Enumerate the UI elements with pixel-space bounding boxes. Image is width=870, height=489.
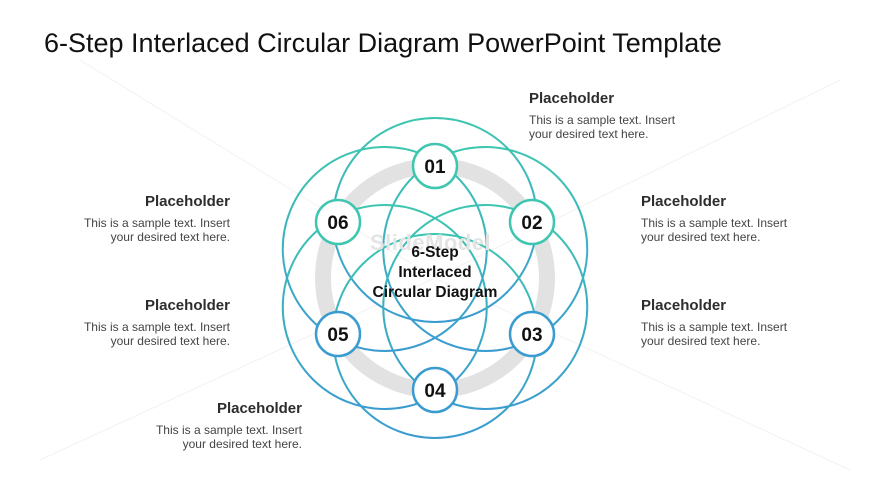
callout-text-line-1: This is a sample text. Insert — [641, 320, 788, 334]
center-line-1: 6-Step — [411, 244, 459, 261]
petal-circle — [281, 204, 488, 410]
center-label: 6-Step Interlaced Circular Diagram — [335, 243, 535, 303]
callout-text-line-1: This is a sample text. Insert — [83, 216, 230, 230]
step-node-number: 03 — [521, 325, 542, 346]
page-title: 6-Step Interlaced Circular Diagram Power… — [44, 28, 722, 58]
petal-circle — [382, 204, 589, 410]
step-node-04: 04 — [411, 366, 459, 414]
callout-step-01: Placeholder This is a sample text. Inser… — [529, 90, 759, 141]
callout-text-line-2: your desired text here. — [182, 437, 302, 451]
callout-text-line-1: This is a sample text. Insert — [641, 216, 788, 230]
callout-heading: Placeholder — [216, 400, 302, 417]
step-node-circle — [508, 310, 556, 358]
step-node-circle — [411, 142, 459, 190]
step-node-number: 02 — [521, 213, 542, 234]
callout-text-line-2: your desired text here. — [110, 334, 230, 348]
callout-heading: Placeholder — [641, 297, 727, 314]
step-node-group: 01 02 03 04 05 06 — [314, 142, 556, 414]
watermark: SlideModel — [370, 230, 492, 255]
callout-step-06: Placeholder This is a sample text. Inser… — [0, 193, 230, 244]
callout-text-line-1: This is a sample text. Insert — [529, 113, 676, 127]
callout-text-line-2: your desired text here. — [529, 127, 649, 141]
callout-text-line-2: your desired text here. — [641, 230, 761, 244]
step-node-circle — [314, 310, 362, 358]
background-rays — [39, 59, 851, 471]
center-line-2: Interlaced — [398, 264, 472, 281]
callout-step-05: Placeholder This is a sample text. Inser… — [0, 297, 230, 348]
callout-text-line-1: This is a sample text. Insert — [155, 423, 302, 437]
step-node-number: 01 — [424, 157, 446, 178]
callout-text-line-2: your desired text here. — [110, 230, 230, 244]
step-node-02: 02 — [508, 198, 556, 246]
step-node-05: 05 — [314, 310, 362, 358]
step-node-number: 04 — [424, 381, 446, 402]
step-node-01: 01 — [411, 142, 459, 190]
step-node-circle — [508, 198, 556, 246]
petal-circle — [281, 146, 488, 352]
callout-heading: Placeholder — [144, 193, 230, 210]
callout-heading: Placeholder — [529, 90, 615, 107]
callout-text-line-2: your desired text here. — [641, 334, 761, 348]
step-node-circle — [314, 198, 362, 246]
step-node-circle — [411, 366, 459, 414]
step-node-number: 05 — [327, 325, 349, 346]
step-node-06: 06 — [314, 198, 362, 246]
center-line-3: Circular Diagram — [372, 284, 498, 301]
callout-heading: Placeholder — [641, 193, 727, 210]
callout-heading: Placeholder — [144, 297, 230, 314]
callout-step-04: Placeholder This is a sample text. Inser… — [72, 400, 302, 451]
callout-text-line-1: This is a sample text. Insert — [83, 320, 230, 334]
callout-step-03: Placeholder This is a sample text. Inser… — [641, 297, 870, 348]
step-node-03: 03 — [508, 310, 556, 358]
callout-step-02: Placeholder This is a sample text. Inser… — [641, 193, 870, 244]
step-node-number: 06 — [327, 213, 348, 234]
